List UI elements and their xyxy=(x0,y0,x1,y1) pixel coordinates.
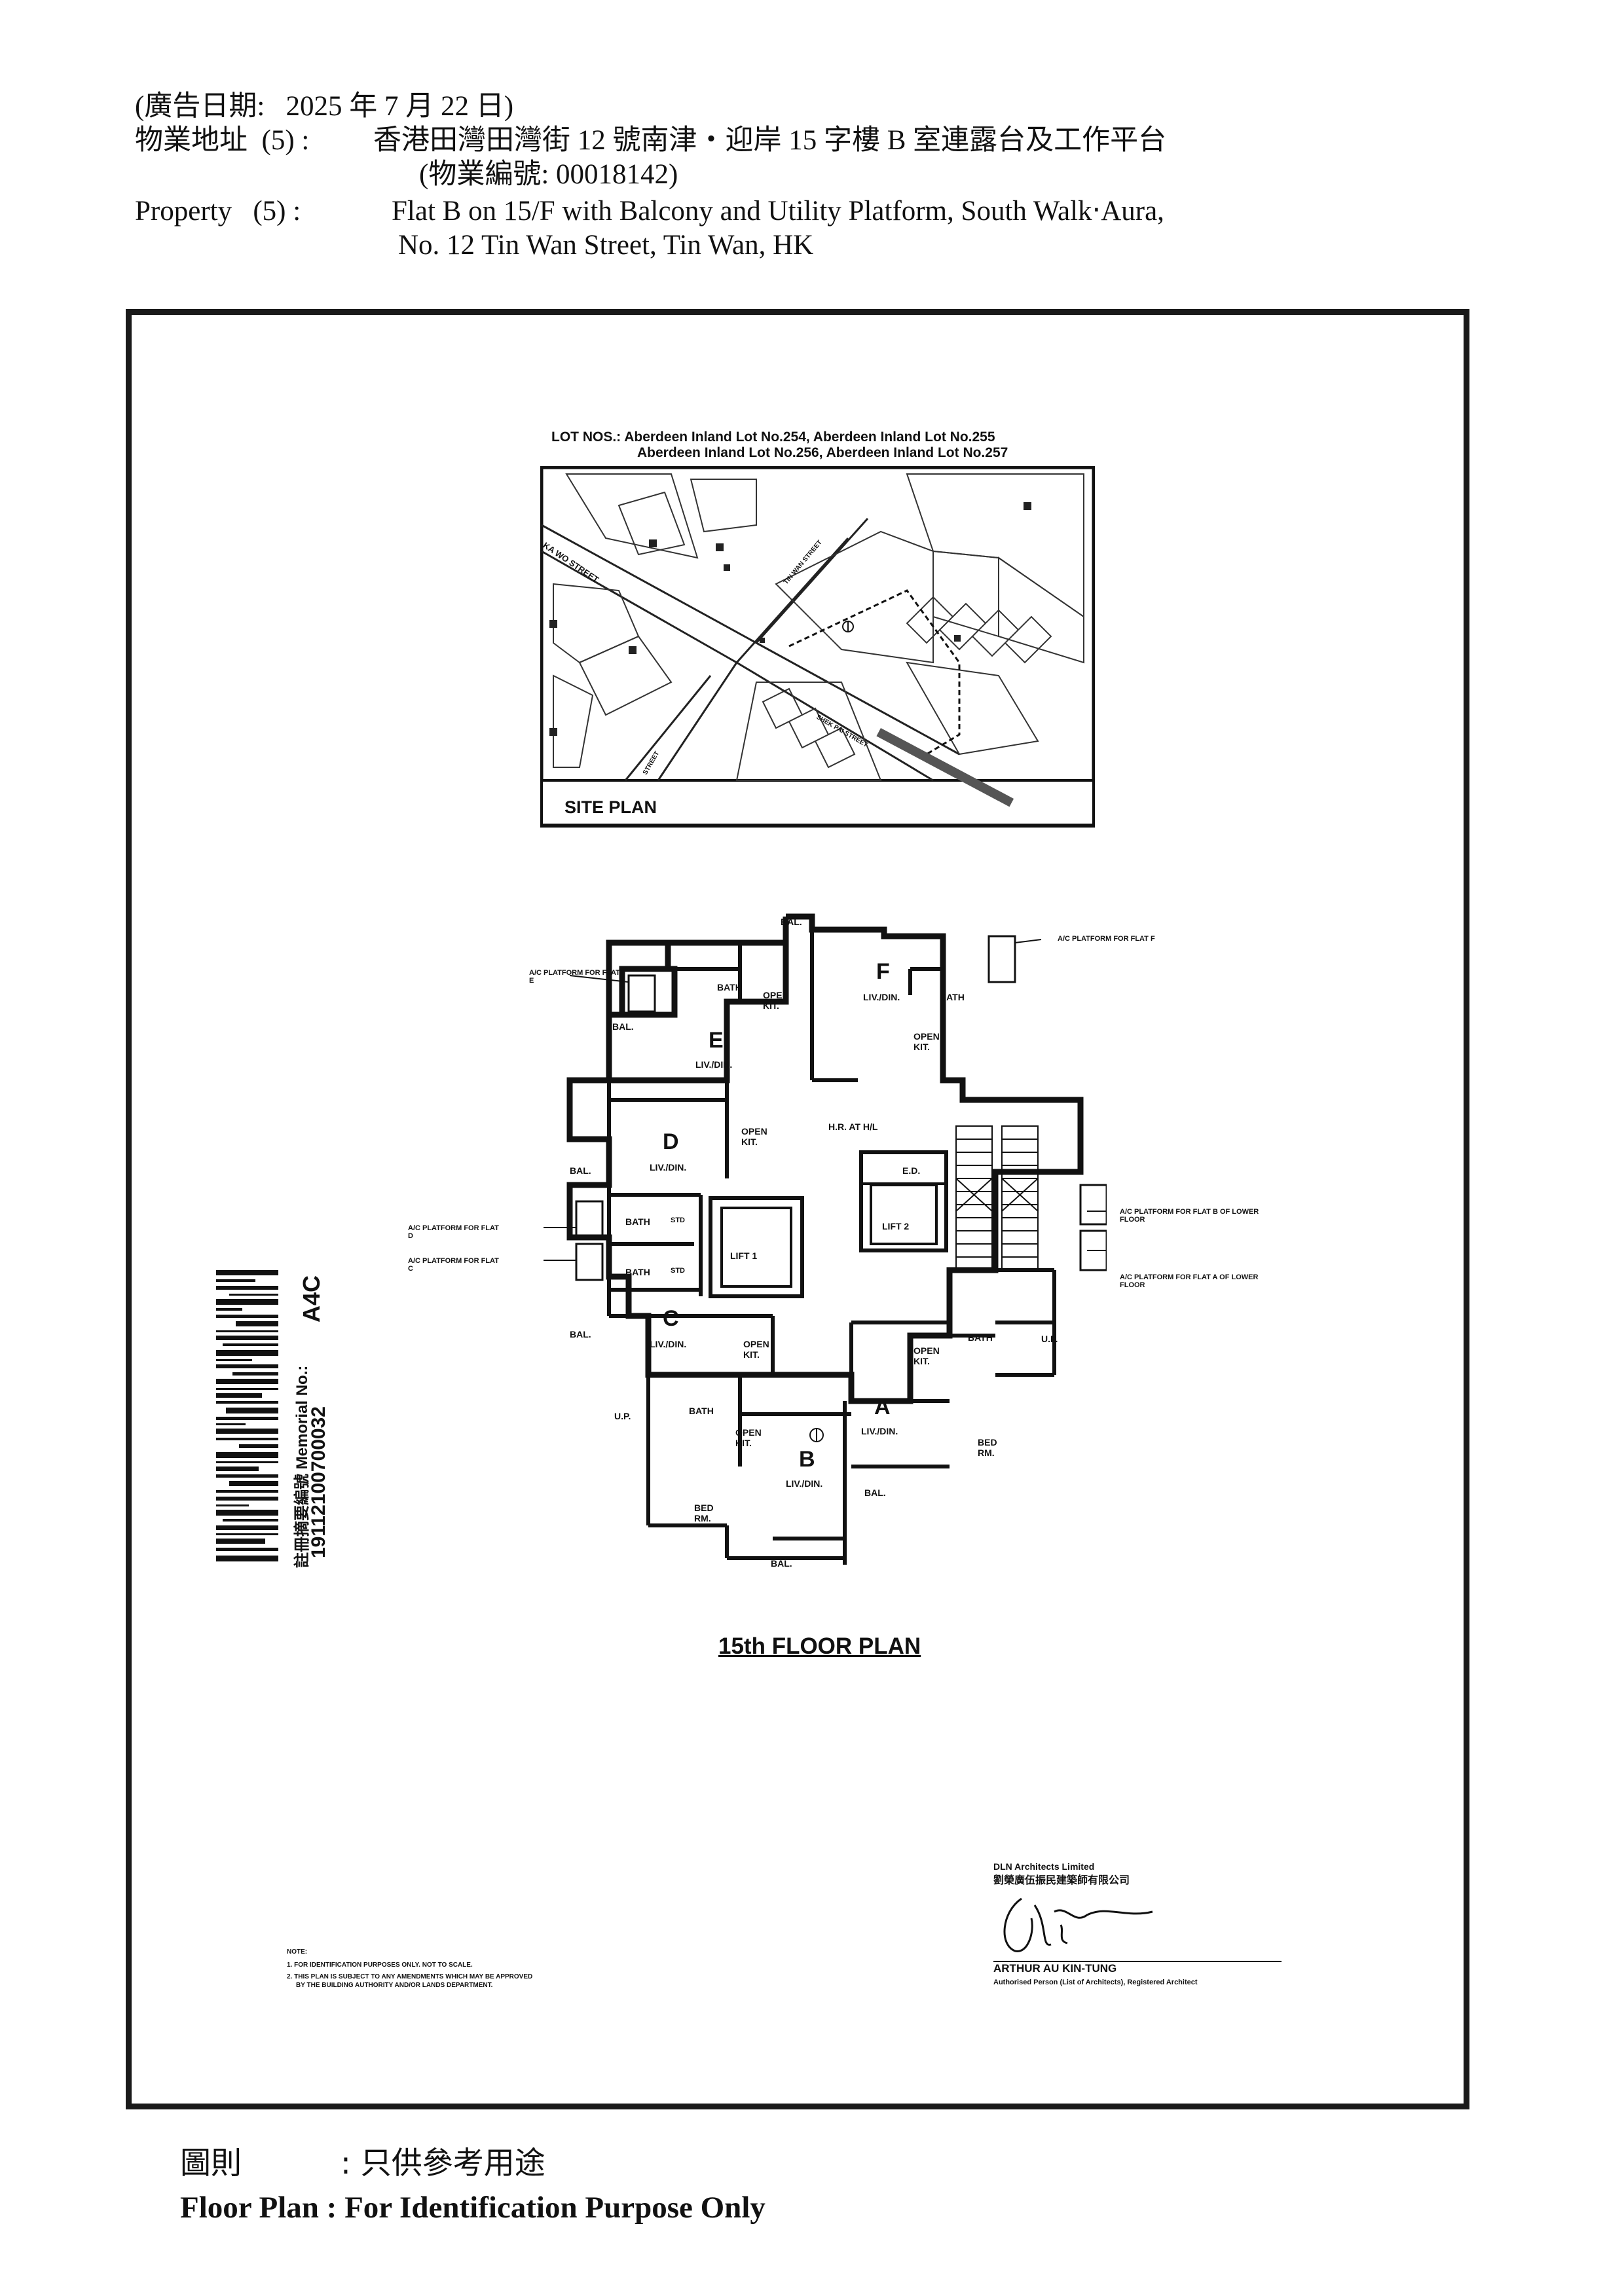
ac-platform-f: A/C PLATFORM FOR FLAT F xyxy=(1058,935,1155,943)
room-kit-d: OPEN KIT. xyxy=(741,1126,767,1147)
footer-value-zh: : 只供參考用途 xyxy=(341,2145,545,2181)
footer-label-zh: 圖則 xyxy=(180,2145,242,2181)
room-bal-a: BAL. xyxy=(864,1487,886,1498)
room-bath-c: BATH xyxy=(625,1267,650,1277)
room-kit-a: OPEN KIT. xyxy=(913,1345,940,1366)
room-bath-f: BATH xyxy=(940,992,965,1002)
property-value-en: Flat B on 15/F with Balcony and Utility … xyxy=(392,196,1164,227)
room-bed-b: BED RM. xyxy=(694,1503,714,1523)
room-kit-e: OPEN KIT. xyxy=(763,990,789,1011)
room-std-c: STD xyxy=(671,1267,685,1275)
room-bath-e: BATH xyxy=(717,982,742,993)
utility-platform-a: U.P. xyxy=(1041,1334,1058,1344)
property-label-en: Property (5) : xyxy=(135,196,301,227)
architect-name: ARTHUR AU KIN-TUNG xyxy=(993,1962,1117,1975)
ac-platform-b-lower: A/C PLATFORM FOR FLAT B OF LOWER FLOOR xyxy=(1120,1208,1259,1224)
memorial-code: A4C xyxy=(298,1275,325,1322)
address-label-zh: 物業地址 (5) : xyxy=(135,125,310,156)
room-kit-b: OPEN KIT. xyxy=(735,1427,762,1448)
property-address-en: No. 12 Tin Wan Street, Tin Wan, HK xyxy=(398,230,814,261)
footer-en: Floor Plan : For Identification Purpose … xyxy=(180,2191,766,2225)
room-bal-c: BAL. xyxy=(570,1329,591,1339)
address-value-zh: 香港田灣田灣街 12 號南津‧迎岸 15 字樓 B 室連露台及工作平台 xyxy=(373,125,1167,156)
site-plan-map xyxy=(540,466,1095,828)
lot-numbers-line1: LOT NOS.: Aberdeen Inland Lot No.254, Ab… xyxy=(551,429,995,445)
memorial-number: 19112100700032 xyxy=(308,1406,329,1558)
barcode-image xyxy=(216,1270,278,1561)
room-ed: E.D. xyxy=(902,1165,921,1176)
room-bed-a: BED RM. xyxy=(978,1437,997,1458)
ac-platform-d: A/C PLATFORM FOR FLAT D xyxy=(408,1224,499,1240)
room-liv-d: LIV./DIN. xyxy=(650,1162,687,1173)
room-bal-b: BAL. xyxy=(771,1558,792,1569)
architect-firm-zh: 劉榮廣伍振民建築師有限公司 xyxy=(993,1874,1130,1886)
room-std-d: STD xyxy=(671,1216,685,1224)
ac-platform-c: A/C PLATFORM FOR FLAT C xyxy=(408,1257,499,1273)
note-2-cont: BY THE BUILDING AUTHORITY AND/OR LANDS D… xyxy=(296,1982,493,1989)
room-liv-a: LIV./DIN. xyxy=(861,1426,898,1436)
ad-date: (廣告日期: 2025 年 7 月 22 日) xyxy=(135,91,514,122)
site-plan-title: SITE PLAN xyxy=(564,797,657,817)
lift-1-label: LIFT 1 xyxy=(730,1250,758,1261)
room-liv-c: LIV./DIN. xyxy=(650,1339,687,1349)
property-number: (物業編號: 00018142) xyxy=(419,159,678,190)
architect-firm-en: DLN Architects Limited xyxy=(993,1861,1095,1872)
flat-label-b: B xyxy=(799,1447,815,1472)
ac-platform-a-lower: A/C PLATFORM FOR FLAT A OF LOWER FLOOR xyxy=(1120,1273,1259,1289)
flat-label-e: E xyxy=(709,1028,724,1053)
flat-label-f: F xyxy=(876,959,890,984)
lot-numbers-line2: Aberdeen Inland Lot No.256, Aberdeen Inl… xyxy=(637,445,1008,460)
room-bal-e: BAL. xyxy=(612,1021,634,1032)
signature-line xyxy=(993,1961,1282,1962)
room-bath-a: BATH xyxy=(968,1332,993,1343)
room-kit-c: OPEN KIT. xyxy=(743,1339,769,1360)
architect-role: Authorised Person (List of Architects), … xyxy=(993,1978,1198,1986)
floor-plan-drawing xyxy=(544,913,1107,1565)
note-1: 1. FOR IDENTIFICATION PURPOSES ONLY. NOT… xyxy=(287,1961,473,1969)
ac-platform-e: A/C PLATFORM FOR FLAT E xyxy=(529,969,620,985)
room-bath-d: BATH xyxy=(625,1216,650,1227)
flat-label-d: D xyxy=(663,1129,679,1154)
notes-title: NOTE: xyxy=(287,1948,308,1956)
hose-reel-label: H.R. AT H/L xyxy=(828,1121,878,1132)
signature-image xyxy=(1003,1897,1153,1952)
room-bal-d: BAL. xyxy=(570,1165,591,1176)
room-kit-f: OPEN KIT. xyxy=(913,1031,940,1052)
room-liv-e: LIV./DIN. xyxy=(695,1059,733,1070)
room-liv-f: LIV./DIN. xyxy=(863,992,900,1002)
floor-plan-title: 15th FLOOR PLAN xyxy=(718,1633,921,1659)
flat-label-c: C xyxy=(663,1306,679,1331)
utility-platform-c: U.P. xyxy=(614,1411,631,1421)
room-liv-b: LIV./DIN. xyxy=(786,1478,823,1489)
plan-frame xyxy=(126,309,1469,2109)
flat-label-a: A xyxy=(874,1394,891,1419)
note-2: 2. THIS PLAN IS SUBJECT TO ANY AMENDMENT… xyxy=(287,1973,533,1980)
room-bal-top: BAL. xyxy=(781,917,802,927)
room-bath-b: BATH xyxy=(689,1406,714,1416)
lift-2-label: LIFT 2 xyxy=(882,1221,910,1231)
